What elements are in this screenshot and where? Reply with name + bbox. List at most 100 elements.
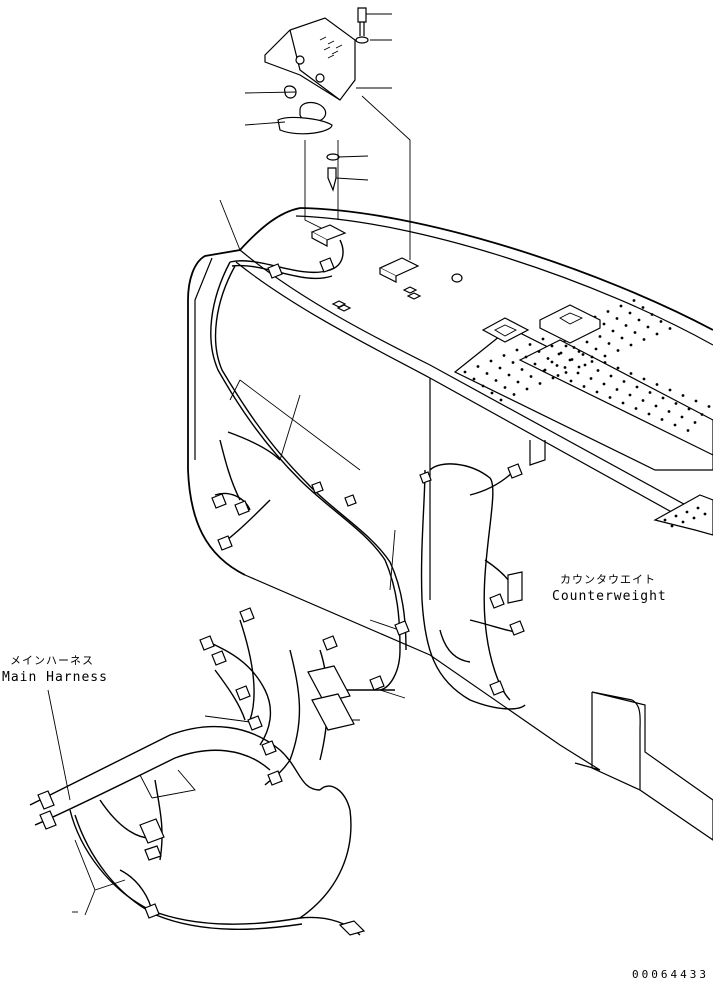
perforation-hole: [590, 355, 594, 359]
perforation-hole: [557, 352, 561, 356]
perforation-hole: [577, 365, 581, 369]
perforation-hole: [622, 380, 626, 383]
perforation-hole: [595, 390, 599, 394]
counterweight-harness: [210, 239, 526, 710]
perforation-hole: [655, 332, 659, 336]
perforation-hole: [546, 357, 550, 360]
perforation-hole: [654, 404, 658, 408]
perforation-hole: [538, 382, 542, 385]
perforation-hole: [603, 354, 607, 358]
perforation-hole: [564, 371, 568, 374]
perforation-hole: [641, 399, 645, 402]
perforation-hole: [663, 518, 667, 522]
perforation-hole: [660, 418, 664, 421]
counterweight-label-en: Counterweight: [552, 589, 667, 604]
perforation-hole: [550, 344, 554, 348]
perforation-hole: [616, 366, 620, 370]
perforation-hole: [511, 361, 515, 364]
perforation-hole: [529, 375, 533, 378]
perforation-hole: [693, 421, 697, 424]
perforation-hole: [585, 340, 589, 344]
perforation-hole: [670, 524, 674, 528]
perforation-hole: [602, 322, 606, 326]
perforation-hole: [635, 385, 639, 389]
perforation-hole: [628, 311, 632, 315]
perforation-hole: [582, 385, 586, 388]
perforation-hole: [685, 510, 689, 514]
perforation-hole: [603, 361, 607, 364]
perforation-hole: [647, 412, 651, 416]
perforation-hole: [572, 346, 576, 349]
perforation-hole: [628, 393, 632, 397]
perforation-hole: [525, 387, 529, 391]
perforation-hole: [490, 391, 494, 395]
perforation-hole: [611, 329, 615, 333]
perforation-hole: [472, 377, 476, 381]
perforation-hole: [507, 373, 511, 377]
perforation-hole: [608, 396, 612, 399]
perforation-hole: [641, 306, 645, 309]
perforation-hole: [499, 398, 503, 402]
perforation-hole: [537, 350, 541, 353]
perforation-hole: [520, 368, 524, 371]
main-harness: [29, 619, 395, 936]
perforation-hole: [686, 429, 690, 432]
perforation-hole: [696, 506, 700, 510]
perforation-hole: [594, 347, 598, 351]
perforation-hole: [576, 371, 580, 375]
perforation-hole: [602, 382, 606, 386]
access-cover: [481, 304, 601, 344]
perforation-hole: [489, 359, 493, 363]
perforation-hole: [570, 358, 574, 361]
mounting-pads: [310, 224, 422, 312]
perforation-hole: [581, 353, 585, 356]
leader-lines-bracket: [47, 13, 411, 916]
perforation-hole: [498, 366, 502, 370]
perforation-hole: [642, 338, 646, 341]
perforation-hole: [668, 388, 672, 392]
perforation-hole: [476, 365, 480, 368]
perforation-hole: [577, 350, 581, 353]
perforation-hole: [619, 304, 623, 308]
perforation-hole: [621, 401, 625, 405]
perforation-hole: [707, 405, 711, 408]
perforation-hole: [637, 318, 641, 322]
perforation-hole: [692, 516, 696, 520]
perforation-hole: [694, 399, 698, 403]
perforation-hole: [463, 370, 467, 374]
perforation-hole: [629, 372, 633, 375]
perforation-hole: [680, 415, 684, 419]
perforation-hole: [646, 325, 650, 329]
perforation-hole: [615, 388, 619, 391]
perforation-hole: [583, 363, 587, 367]
perforation-hole: [681, 394, 685, 397]
bracket-assembly: [264, 7, 369, 192]
perforation-hole: [589, 377, 593, 380]
perforation-hole: [481, 384, 485, 388]
perforation-hole: [674, 402, 678, 405]
perforation-hole: [543, 368, 547, 372]
perforation-hole: [606, 310, 610, 313]
perforation-hole: [551, 376, 555, 380]
document-number: 00064433: [632, 968, 709, 981]
connectors: [37, 257, 525, 936]
perforation-hole: [620, 336, 624, 340]
perforation-hole: [524, 355, 528, 359]
perforation-hole: [533, 362, 537, 366]
perforation-hole: [555, 364, 559, 367]
perforation-hole: [667, 410, 671, 413]
perforation-hole: [512, 393, 516, 396]
perforation-hole: [703, 512, 707, 516]
perforation-hole: [516, 380, 520, 384]
perforation-hole: [634, 407, 638, 410]
perforation-hole: [674, 514, 678, 518]
perforation-hole: [556, 374, 560, 377]
perforation-hole: [494, 379, 498, 382]
perforation-hole: [648, 391, 652, 394]
boss-fitting: [451, 273, 463, 283]
perforation-hole: [700, 413, 704, 416]
main-harness-label-en: Main Harness: [2, 670, 108, 685]
perforation-hole: [590, 360, 594, 363]
perforation-hole: [564, 344, 568, 348]
